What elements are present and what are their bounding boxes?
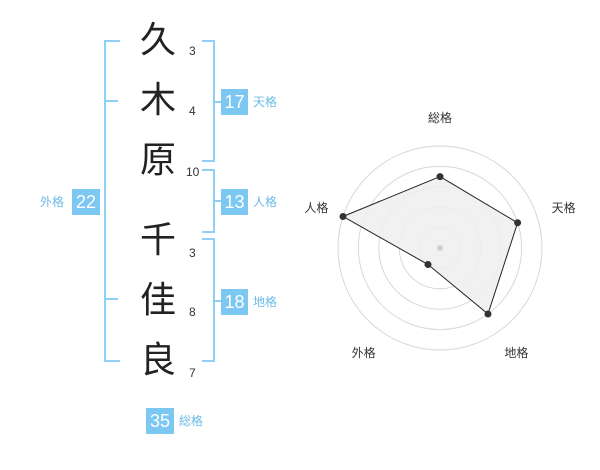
radar-ring — [337, 145, 543, 351]
tenkaku-connector — [213, 101, 222, 103]
gaikaku-bracket-tick — [104, 298, 118, 300]
stroke-count-surname-1: 3 — [189, 44, 196, 58]
jinkaku-value-badge: 13 — [221, 189, 248, 215]
surname-char-3: 原 — [139, 140, 176, 181]
radar-point-3 — [484, 310, 492, 318]
radar-axis-label: 総格 — [428, 110, 452, 125]
tenkaku-value-badge: 17 — [221, 89, 248, 115]
gaikaku-value-badge: 22 — [72, 189, 100, 215]
gaikaku-bracket — [104, 40, 120, 362]
radar-axis-label: 天格 — [552, 200, 576, 215]
radar-axis-label: 外格 — [352, 345, 376, 360]
radar-ring — [357, 165, 523, 331]
stroke-count-surname-2: 4 — [189, 104, 196, 118]
gaikaku-label: 外格 — [40, 195, 65, 209]
jinkaku-label: 人格 — [253, 195, 278, 209]
radar-point-1 — [436, 173, 444, 181]
chikaku-value-badge: 18 — [221, 289, 248, 315]
given-char-3: 良 — [139, 340, 176, 381]
radar-point-2 — [514, 219, 522, 227]
stroke-count-given-2: 8 — [189, 305, 196, 319]
stroke-count-given-1: 3 — [189, 246, 196, 260]
radar-axis-label: 地格 — [504, 345, 528, 360]
stroke-count-surname-3: 10 — [186, 165, 200, 179]
soukaku-value-badge: 35 — [146, 408, 174, 434]
jinkaku-connector — [213, 200, 222, 202]
radar-point-5 — [339, 212, 347, 220]
surname-char-1: 久 — [139, 20, 176, 61]
radar-axis-label: 人格 — [304, 200, 328, 215]
given-char-2: 佳 — [139, 280, 176, 321]
radar-area — [341, 176, 519, 315]
surname-char-2: 木 — [139, 80, 176, 121]
stroke-count-given-3: 7 — [189, 366, 196, 380]
chikaku-label: 地格 — [253, 295, 278, 309]
soukaku-label: 総格 — [179, 414, 204, 428]
chikaku-connector — [213, 300, 222, 302]
radar-center-dot — [437, 245, 443, 251]
radar-point-4 — [424, 261, 432, 269]
given-char-1: 千 — [139, 220, 176, 261]
gaikaku-bracket-tick — [104, 100, 118, 102]
tenkaku-label: 天格 — [253, 95, 278, 109]
